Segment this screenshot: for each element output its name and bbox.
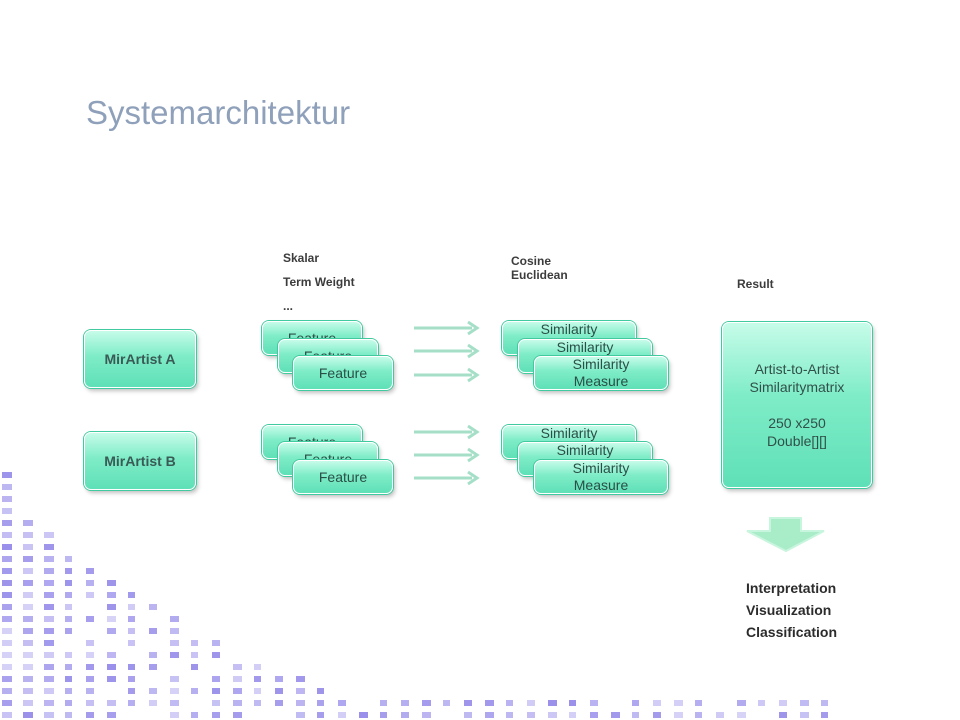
output-list: Interpretation Visualization Classificat… [746, 577, 837, 643]
down-arrow-icon [747, 518, 824, 551]
